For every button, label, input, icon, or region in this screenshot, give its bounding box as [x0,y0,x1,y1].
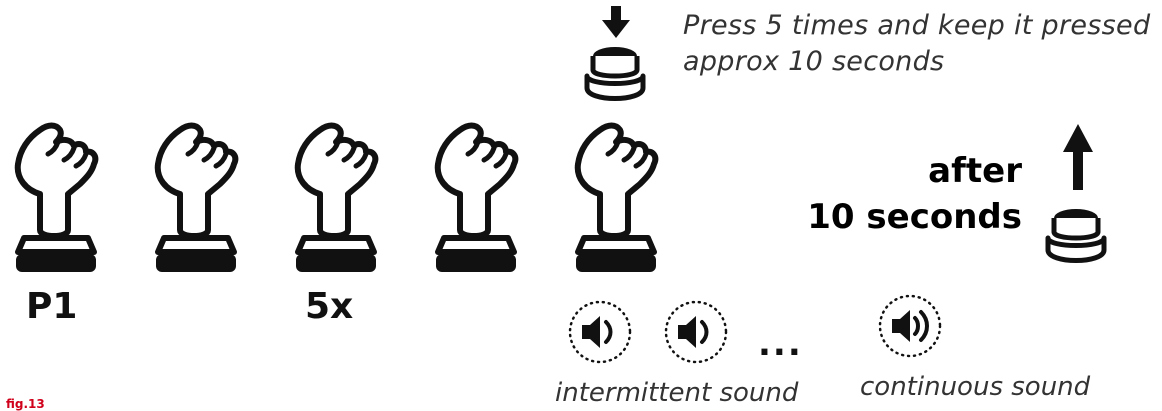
instruction-line-1: Press 5 times and keep it pressed [683,10,1151,41]
push-button-icon [585,42,645,104]
repeat-count-label: 5x [305,286,354,327]
push-button-icon [574,234,658,274]
ellipsis: ... [758,324,803,364]
button-label: P1 [26,286,78,327]
figure-label: fig.13 [6,397,45,411]
pointing-hand-icon [566,120,662,240]
up-arrow-icon [1063,124,1093,190]
speaker-icon [664,300,728,364]
after-line-2: 10 seconds [807,197,1022,237]
push-button-icon [154,234,238,274]
push-button-icon [14,234,98,274]
push-button-icon [294,234,378,274]
continuous-sound-caption: continuous sound [860,372,1091,402]
speaker-icon [878,294,942,358]
pointing-hand-icon [146,120,242,240]
after-line-1: after [928,151,1022,191]
down-arrow-icon [602,6,630,38]
push-button-icon [1046,204,1106,266]
instruction-text: Press 5 times and keep it pressed approx… [683,8,1150,80]
push-button-icon [434,234,518,274]
pointing-hand-icon [286,120,382,240]
speaker-icon [568,300,632,364]
pointing-hand-icon [6,120,102,240]
pointing-hand-icon [426,120,522,240]
instruction-line-2: approx 10 seconds [683,46,945,77]
intermittent-sound-caption: intermittent sound [555,378,799,408]
after-label: after 10 seconds [800,148,1022,240]
